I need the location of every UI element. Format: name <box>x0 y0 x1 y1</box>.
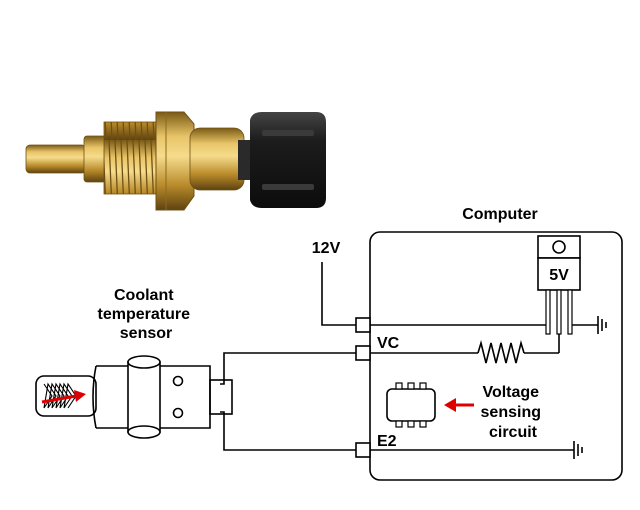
voltage-regulator-icon <box>537 235 581 335</box>
e2-ground-wiring <box>370 441 583 459</box>
coolant-temperature-sensor-photo <box>25 111 326 211</box>
pin-vc-label: VC <box>377 335 400 352</box>
vc-reference-wiring <box>370 334 560 364</box>
sensing-arrow-icon <box>444 398 474 412</box>
regulator-label: 5V <box>549 267 569 284</box>
pin-12v <box>355 317 371 333</box>
sensor-harness-wiring <box>220 352 356 451</box>
computer-box <box>369 231 623 481</box>
thermistor-probe-icon <box>35 355 233 439</box>
resistor-icon <box>477 339 525 364</box>
sensing-circuit-label: Voltage sensing circuit <box>481 384 546 441</box>
heat-arrow-icon <box>41 390 86 404</box>
regulator-wiring <box>370 316 607 334</box>
computer-title: Computer <box>462 206 538 223</box>
supply-wire <box>321 262 356 326</box>
pin-vc <box>355 345 371 361</box>
pin-e2-label: E2 <box>377 433 397 450</box>
supply-label: 12V <box>312 240 341 257</box>
ic-chip-icon <box>386 382 436 428</box>
sensor-label: Coolant temperature sensor <box>98 287 195 342</box>
pin-e2 <box>355 442 371 458</box>
